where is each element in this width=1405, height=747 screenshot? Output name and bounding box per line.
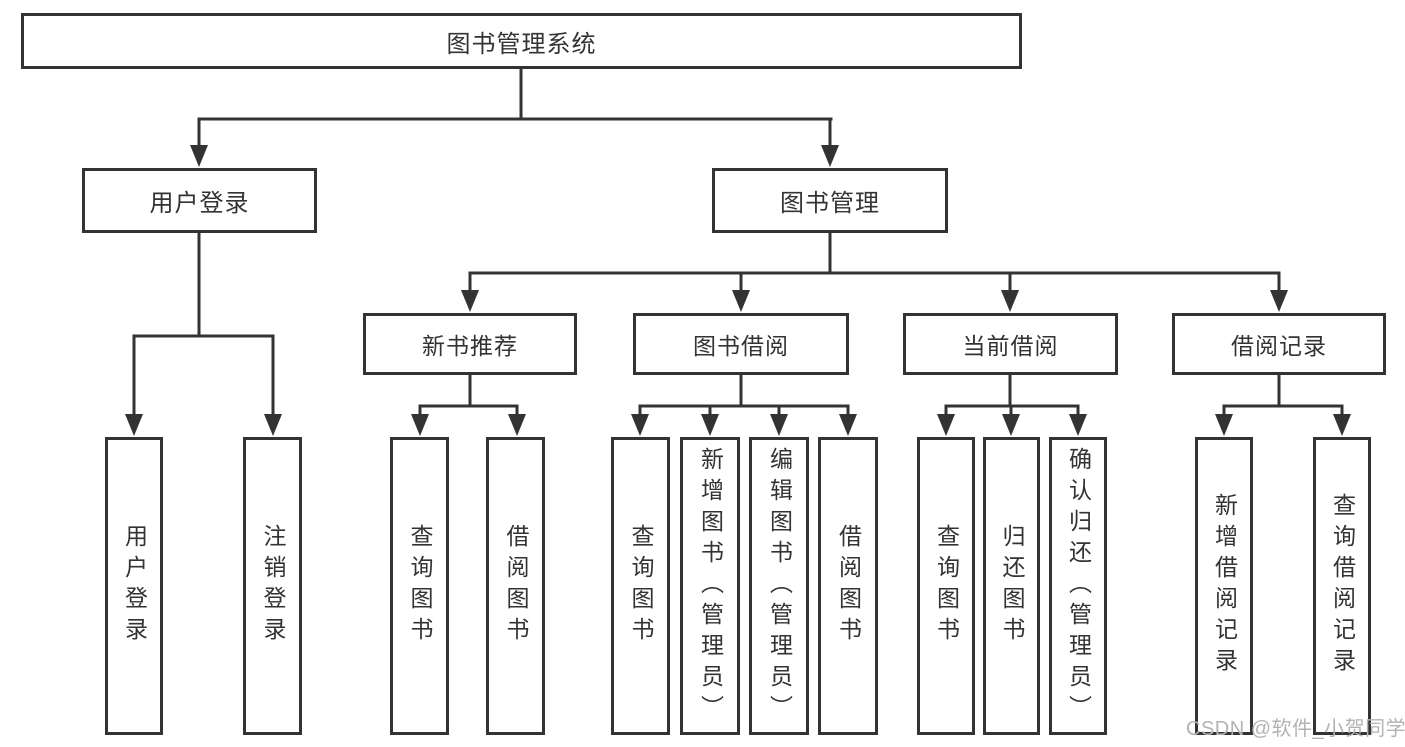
- leaf-bb-edit-book-admin: 编辑图书（管理员）: [749, 437, 809, 735]
- node-book-management-branch-label: 图书管理: [780, 190, 880, 217]
- leaf-cb-query-books-label: 查询图书: [933, 524, 960, 648]
- arrow-down-icon: [1215, 414, 1233, 436]
- arrow-down-icon: [1002, 414, 1020, 436]
- arrow-down-icon: [1001, 290, 1019, 312]
- leaf-cb-confirm-return-admin-label: 确认归还（管理员）: [1065, 446, 1092, 726]
- leaf-user-login-label: 用户登录: [121, 524, 148, 648]
- leaf-br-query-record: 查询借阅记录: [1313, 437, 1371, 735]
- node-current-borrow-label: 当前借阅: [962, 333, 1059, 359]
- arrow-down-icon: [508, 414, 526, 436]
- arrow-down-icon: [732, 290, 750, 312]
- arrow-down-icon: [1270, 290, 1288, 312]
- leaf-cb-return-books: 归还图书: [983, 437, 1040, 735]
- leaf-bb-borrow-books: 借阅图书: [818, 437, 878, 735]
- leaf-nbr-query-books-label: 查询图书: [407, 524, 433, 648]
- node-book-borrow-label: 图书借阅: [693, 333, 789, 359]
- arrow-down-icon: [937, 414, 955, 436]
- node-user-login-branch-label: 用户登录: [149, 190, 250, 217]
- node-book-management-branch: 图书管理: [712, 168, 948, 233]
- arrow-down-icon: [190, 145, 208, 167]
- leaf-logout: 注销登录: [243, 437, 302, 735]
- leaf-br-query-record-label: 查询借阅记录: [1329, 493, 1356, 679]
- csdn-watermark: CSDN @软件_小贺同学: [1186, 718, 1405, 740]
- leaf-nbr-borrow-books-label: 借阅图书: [503, 524, 529, 648]
- node-book-borrow: 图书借阅: [633, 313, 849, 375]
- arrow-down-icon: [839, 414, 857, 436]
- arrow-down-icon: [1333, 414, 1351, 436]
- arrow-down-icon: [264, 414, 282, 436]
- leaf-nbr-borrow-books: 借阅图书: [486, 437, 545, 735]
- leaf-bb-add-book-admin: 新增图书（管理员）: [680, 437, 740, 735]
- arrowheads: [125, 145, 1351, 436]
- node-new-book-recommend-label: 新书推荐: [422, 333, 518, 359]
- leaf-br-add-record: 新增借阅记录: [1195, 437, 1253, 735]
- arrow-down-icon: [770, 414, 788, 436]
- node-user-login-branch: 用户登录: [82, 168, 317, 233]
- node-borrow-records: 借阅记录: [1172, 313, 1386, 375]
- leaf-cb-return-books-label: 归还图书: [999, 524, 1025, 648]
- arrow-down-icon: [461, 290, 479, 312]
- leaf-bb-query-books-label: 查询图书: [628, 524, 654, 648]
- leaf-nbr-query-books: 查询图书: [390, 437, 449, 735]
- node-root: 图书管理系统: [21, 13, 1022, 69]
- node-root-label: 图书管理系统: [446, 30, 597, 58]
- node-new-book-recommend: 新书推荐: [363, 313, 577, 375]
- arrow-down-icon: [701, 414, 719, 436]
- leaf-bb-add-book-admin-label: 新增图书（管理员）: [697, 446, 724, 726]
- leaf-bb-edit-book-admin-label: 编辑图书（管理员）: [766, 446, 793, 726]
- tree-edges: [132, 66, 1344, 422]
- arrow-down-icon: [1069, 414, 1087, 436]
- arrow-down-icon: [631, 414, 649, 436]
- leaf-logout-label: 注销登录: [260, 524, 286, 648]
- leaf-br-add-record-label: 新增借阅记录: [1211, 493, 1238, 679]
- leaf-cb-query-books: 查询图书: [917, 437, 975, 735]
- arrow-down-icon: [411, 414, 429, 436]
- leaf-user-login: 用户登录: [105, 437, 163, 735]
- arrow-down-icon: [125, 414, 143, 436]
- node-borrow-records-label: 借阅记录: [1231, 333, 1327, 359]
- leaf-cb-confirm-return-admin: 确认归还（管理员）: [1049, 437, 1107, 735]
- leaf-bb-borrow-books-label: 借阅图书: [835, 524, 862, 648]
- leaf-bb-query-books: 查询图书: [611, 437, 670, 735]
- arrow-down-icon: [821, 145, 839, 167]
- node-current-borrow: 当前借阅: [903, 313, 1118, 375]
